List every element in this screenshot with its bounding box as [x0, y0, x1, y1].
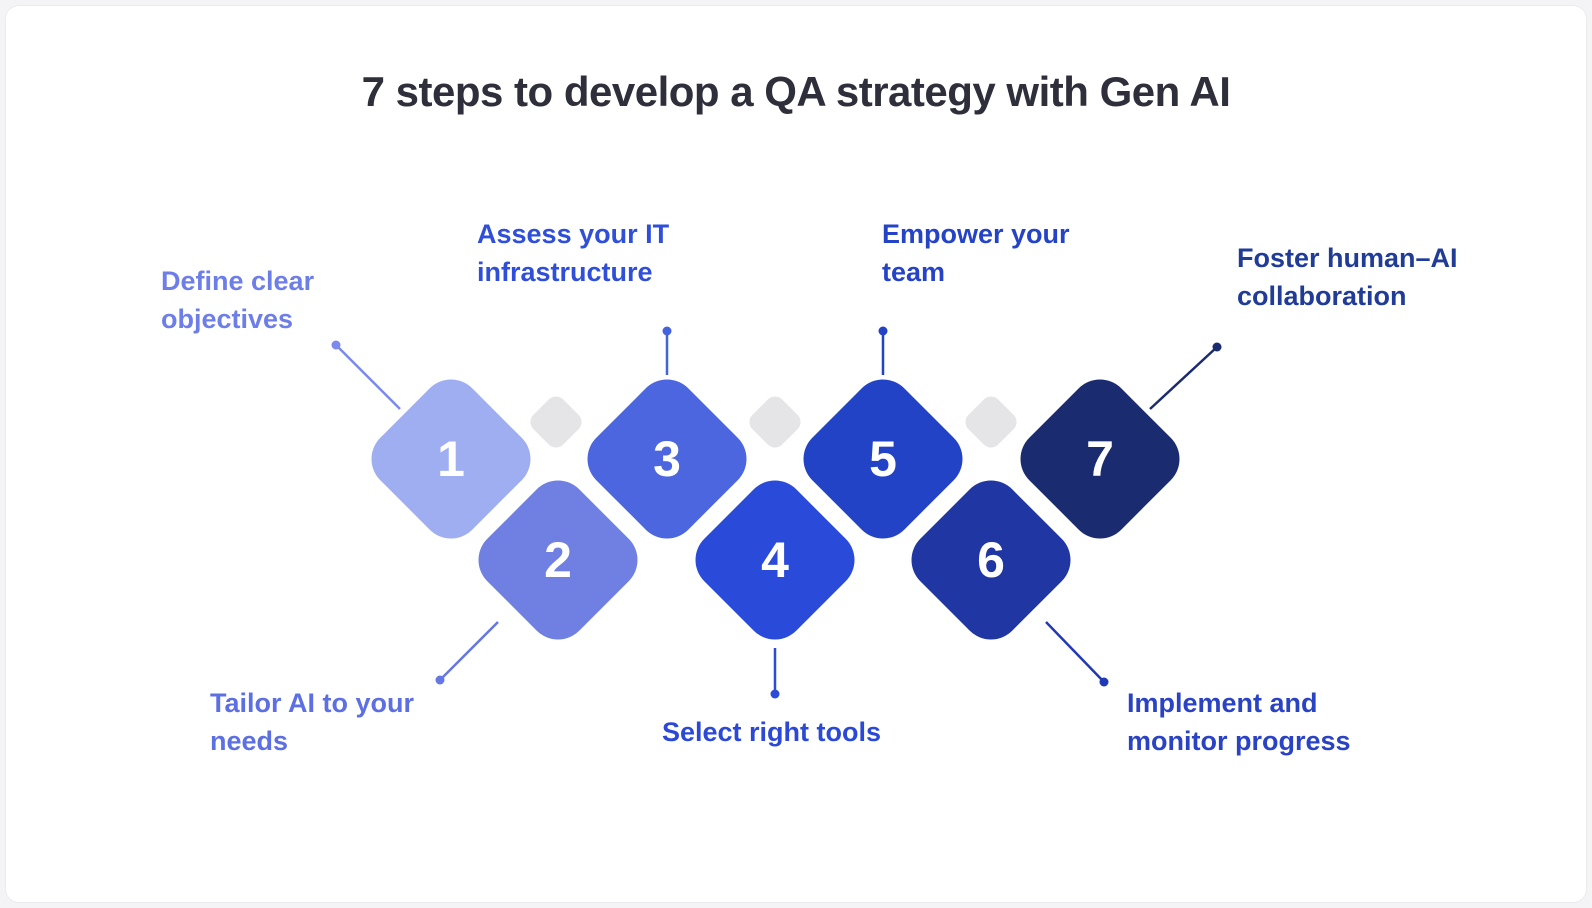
step-number-7: 7 [1086, 431, 1114, 487]
step-label-line: collaboration [1237, 281, 1407, 311]
step-label-tailor-ai-to-your-needs: Tailor AI to your needs [210, 684, 414, 760]
step-label-line: Assess your IT [477, 219, 670, 249]
step-label-empower-your-team: Empower your team [882, 215, 1070, 291]
step-label-line: needs [210, 726, 289, 756]
step-label-line: Implement and [1127, 688, 1318, 718]
step-label-line: infrastructure [477, 257, 653, 287]
step-label-foster-human-ai-collaboration: Foster human–AI collaboration [1237, 239, 1458, 315]
step-label-line: team [882, 257, 946, 287]
step-label-line: Foster human–AI [1237, 243, 1458, 273]
step-label-define-clear-objectives: Define clear objectives [161, 262, 314, 338]
infographic-card [5, 5, 1587, 903]
step-label-line: Select right tools [662, 717, 882, 747]
step-label-select-right-tools: Select right tools [662, 713, 881, 751]
page-title: 7 steps to develop a QA strategy with Ge… [361, 68, 1231, 115]
diamond-step-7: 7 [1008, 367, 1192, 551]
step-label-line: monitor progress [1127, 726, 1351, 756]
step-label-implement-and-monitor-progress: Implement and monitor progress [1127, 684, 1351, 760]
step-label-line: Tailor AI to your [210, 688, 415, 718]
step-label-line: Define clear [161, 266, 315, 296]
step-label-line: objectives [161, 304, 294, 334]
step-label-assess-your-it-infrastructure: Assess your IT infrastructure [477, 215, 669, 291]
step-label-line: Empower your [882, 219, 1070, 249]
